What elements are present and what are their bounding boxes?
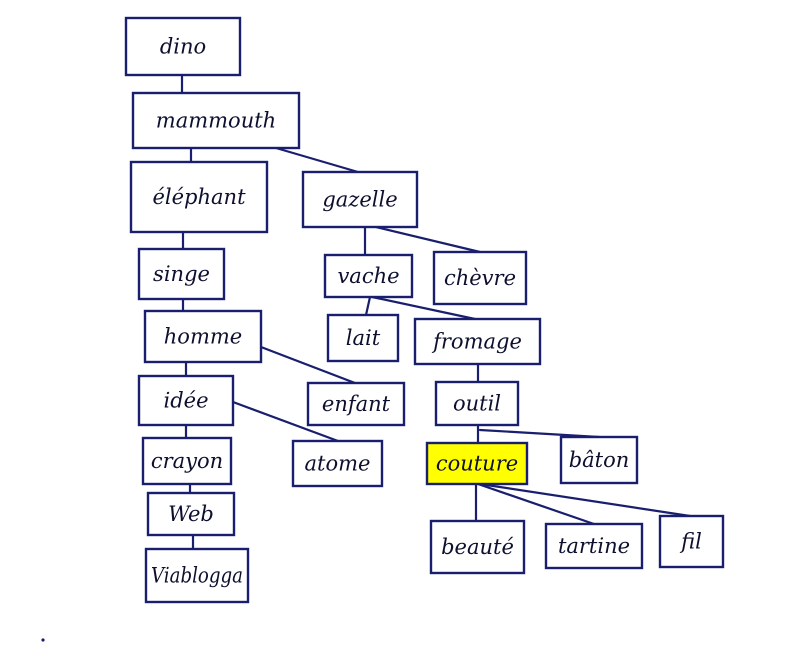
node-label-atome: atome	[305, 452, 371, 476]
node-box-idee	[137, 374, 235, 427]
node-label-elephant: éléphant	[152, 185, 246, 209]
node-box-crayon	[141, 436, 233, 486]
node-label-fil: fil	[679, 530, 702, 554]
node-enfant: enfant	[306, 381, 406, 427]
node-couture: couture	[425, 441, 529, 486]
node-box-viablog	[144, 547, 250, 604]
node-label-beaute: beauté	[441, 535, 514, 559]
node-fil: fil	[658, 514, 725, 569]
node-label-gazelle: gazelle	[322, 188, 397, 212]
node-label-singe: singe	[153, 262, 210, 286]
node-chevre: chèvre	[432, 250, 528, 306]
node-label-mammouth: mammouth	[156, 109, 276, 133]
edge-gazelle-to-chevre	[374, 225, 482, 254]
node-box-mammouth	[131, 91, 301, 150]
node-box-atome	[291, 439, 384, 488]
node-vache: vache	[323, 253, 414, 299]
node-lait: lait	[326, 313, 400, 363]
node-elephant: éléphant	[129, 160, 269, 234]
node-fromage: fromage	[413, 317, 542, 366]
edge-idee-to-atome	[231, 400, 340, 443]
node-box-enfant	[306, 381, 406, 427]
node-viablog: Viablogga	[144, 547, 250, 604]
node-gazelle: gazelle	[301, 170, 419, 229]
node-box-homme	[143, 309, 263, 364]
node-box-lait	[326, 313, 400, 363]
node-label-dino: dino	[160, 35, 206, 59]
node-dino: dino	[124, 16, 242, 77]
stray-ink-dot	[41, 638, 45, 642]
node-label-baton: bâton	[569, 448, 630, 472]
node-box-fromage	[413, 317, 542, 366]
edge-couture-to-fil	[478, 482, 692, 518]
node-label-homme: homme	[164, 325, 242, 349]
node-tartine: tartine	[544, 522, 644, 570]
edge-vache-to-lait	[364, 295, 372, 317]
node-box-baton	[559, 435, 639, 485]
node-label-enfant: enfant	[322, 392, 391, 416]
edge-vache-to-fromage	[370, 295, 477, 321]
node-box-beaute	[429, 519, 526, 575]
node-box-couture	[425, 441, 529, 486]
edge-couture-to-tartine	[476, 482, 596, 526]
node-beaute: beauté	[429, 519, 526, 575]
node-label-vache: vache	[337, 264, 399, 288]
node-label-idee: idée	[163, 389, 208, 413]
node-idee: idée	[137, 374, 235, 427]
nodes-layer: dino mammouth éléphant gazelle singe vache chè…	[124, 16, 725, 604]
node-box-elephant	[129, 160, 269, 234]
node-outil: outil	[434, 380, 520, 427]
node-atome: atome	[291, 439, 384, 488]
node-box-web	[146, 491, 236, 537]
node-crayon: crayon	[141, 436, 233, 486]
node-baton: bâton	[559, 435, 639, 485]
node-homme: homme	[143, 309, 263, 364]
node-label-outil: outil	[453, 392, 501, 416]
node-box-tartine	[544, 522, 644, 570]
node-label-lait: lait	[346, 326, 381, 350]
node-box-singe	[137, 247, 226, 301]
node-label-couture: couture	[436, 452, 518, 476]
node-box-chevre	[432, 250, 528, 306]
node-box-fil	[658, 514, 725, 569]
node-label-fromage: fromage	[431, 330, 522, 354]
node-web: Web	[146, 491, 236, 537]
edges-layer	[180, 73, 692, 551]
node-label-crayon: crayon	[151, 449, 223, 473]
node-box-outil	[434, 380, 520, 427]
edge-homme-to-enfant	[259, 345, 357, 385]
node-label-tartine: tartine	[558, 534, 630, 558]
node-box-dino	[124, 16, 242, 77]
node-label-viablog: Viablogga	[151, 564, 243, 588]
node-singe: singe	[137, 247, 226, 301]
node-box-gazelle	[301, 170, 419, 229]
node-label-web: Web	[168, 502, 214, 526]
node-label-chevre: chèvre	[444, 266, 516, 290]
node-box-vache	[323, 253, 414, 299]
edge-mammouth-to-gazelle	[274, 146, 360, 174]
node-mammouth: mammouth	[131, 91, 301, 150]
